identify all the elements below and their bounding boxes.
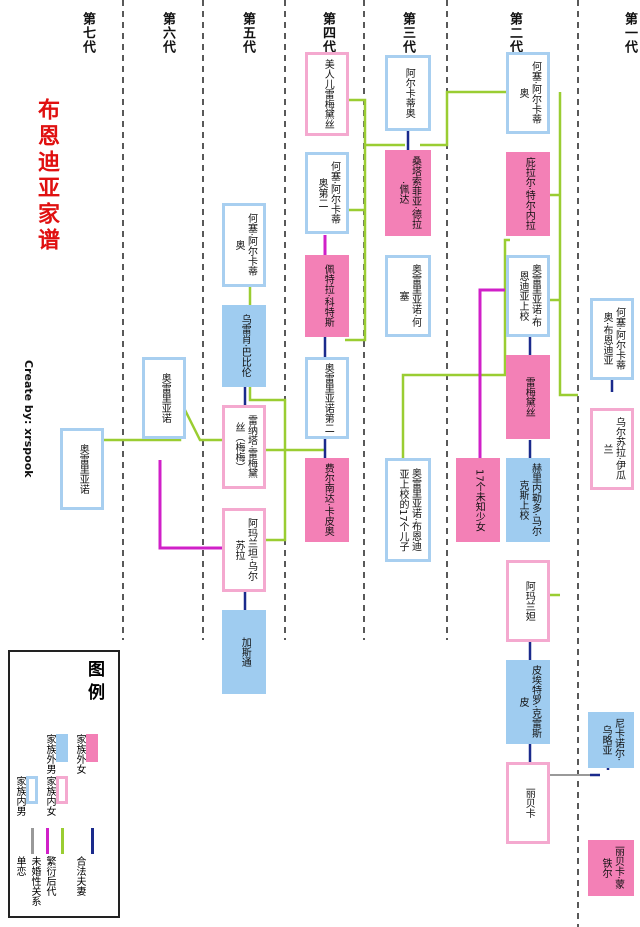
node-jose-arcadio-gen5[interactable]: 何塞·阿尔卡蒂奥 bbox=[222, 203, 266, 287]
legend-label-offspring: 繁衍后代 bbox=[44, 856, 55, 896]
node-amaranta-ursula[interactable]: 阿玛兰坦·乌尔苏拉 bbox=[222, 508, 266, 592]
node-gerineldo-marquez[interactable]: 赫里内勒多·马尔克斯上校 bbox=[506, 458, 550, 542]
affair-incest bbox=[158, 460, 225, 550]
page-title: 布恩迪亚家谱 bbox=[34, 98, 59, 254]
node-arcadio[interactable]: 阿尔卡蒂奥 bbox=[385, 55, 431, 131]
legend-label-affair: 未婚性关系 bbox=[29, 856, 40, 906]
legend: 图例 家族外女 家族外男 家族内女 家族内男 合法夫妻 繁衍后代 未婚性关系 单… bbox=[8, 650, 120, 918]
generation-label-3: 第三代 bbox=[400, 12, 415, 54]
generation-label-1: 第一代 bbox=[622, 12, 637, 54]
generation-label-7: 第七代 bbox=[80, 12, 95, 54]
generation-label-2: 第二代 bbox=[507, 12, 522, 54]
legend-swatch-male-out bbox=[56, 734, 68, 762]
node-pietro-crespi[interactable]: 皮埃特罗·克雷斯皮 bbox=[506, 660, 550, 744]
node-17-unknown-girls[interactable]: 17个未知少女 bbox=[456, 458, 500, 542]
legend-label-unrequited: 单恋 bbox=[14, 856, 25, 876]
node-rebeca[interactable]: 丽贝卡 bbox=[506, 762, 550, 844]
node-jose-arcadio[interactable]: 何塞·阿尔卡蒂奥 bbox=[506, 52, 550, 134]
node-aureliano-jose[interactable]: 奥雷里亚诺·何塞 bbox=[385, 255, 431, 337]
legend-label-male-out: 家族外男 bbox=[44, 734, 55, 774]
node-amaranta[interactable]: 阿玛兰妲 bbox=[506, 560, 550, 642]
node-aureliano-gen7[interactable]: 奥雷里亚诺 bbox=[60, 428, 104, 510]
legend-swatch-female-in bbox=[56, 776, 68, 804]
node-remedios-the-beauty[interactable]: 美人儿雷梅黛丝 bbox=[305, 52, 349, 136]
node-fernanda-del-carpio[interactable]: 费尔南达·卡皮奥 bbox=[305, 458, 349, 542]
node-petra-cotes[interactable]: 佩特拉·科特斯 bbox=[305, 255, 349, 337]
node-rebeca-montiel[interactable]: 丽贝卡·蒙铁尔 bbox=[588, 840, 634, 896]
node-nicanor-ulloa[interactable]: 尼卡诺尔·乌略亚 bbox=[588, 712, 634, 768]
generation-label-4: 第四代 bbox=[320, 12, 335, 54]
offspring-colonel-pilar bbox=[401, 238, 510, 560]
legend-title: 图例 bbox=[84, 660, 104, 706]
legend-line-unrequited bbox=[31, 828, 34, 854]
legend-line-affair bbox=[46, 828, 49, 854]
generation-label-6: 第六代 bbox=[160, 12, 175, 54]
legend-label-female-in: 家族内女 bbox=[44, 776, 55, 816]
legend-line-offspring bbox=[61, 828, 64, 854]
legend-swatch-male-in bbox=[26, 776, 38, 804]
node-remedios[interactable]: 雷梅黛丝 bbox=[506, 355, 550, 439]
node-pilar-ternera[interactable]: 庇拉尔·特尔内拉 bbox=[506, 152, 550, 236]
node-aureliano-segundo[interactable]: 奥雷里亚诺第二 bbox=[305, 357, 349, 439]
legend-label-marriage: 合法夫妻 bbox=[74, 856, 85, 896]
node-renata-remedios-meme[interactable]: 雷纳塔·雷梅黛丝（梅梅） bbox=[222, 405, 266, 489]
legend-swatch-female-out bbox=[86, 734, 98, 762]
node-santa-sofia[interactable]: 桑塔索菲亚·德拉·佩达 bbox=[385, 150, 431, 236]
generation-label-5: 第五代 bbox=[240, 12, 255, 54]
node-jose-arcadio-segundo[interactable]: 何塞·阿尔卡蒂奥第二 bbox=[305, 152, 349, 234]
affair-colonel bbox=[478, 288, 505, 465]
legend-label-male-in: 家族内男 bbox=[14, 776, 25, 816]
node-17-sons[interactable]: 奥雷里亚诺·布恩迪亚上校的17个儿子 bbox=[385, 458, 431, 562]
node-gaston[interactable]: 加斯通 bbox=[222, 610, 266, 694]
node-mauricio-babilonia[interactable]: 乌雷肖·巴比伦 bbox=[222, 305, 266, 387]
offspring-gen3 bbox=[335, 98, 405, 342]
node-colonel-aureliano[interactable]: 奥雷里亚诺·布恩迪亚上校 bbox=[506, 255, 550, 337]
legend-label-female-out: 家族外女 bbox=[74, 734, 85, 774]
credit-text: Create by: xrspook bbox=[22, 360, 35, 478]
node-aureliano-gen6[interactable]: 奥雷里亚诺 bbox=[142, 357, 186, 439]
legend-line-marriage bbox=[91, 828, 94, 854]
node-ursula-iguaran[interactable]: 乌尔苏拉·伊瓜兰 bbox=[590, 408, 634, 490]
node-jose-arcadio-buendia[interactable]: 何塞·阿尔卡蒂奥·布恩迪亚 bbox=[590, 298, 634, 380]
